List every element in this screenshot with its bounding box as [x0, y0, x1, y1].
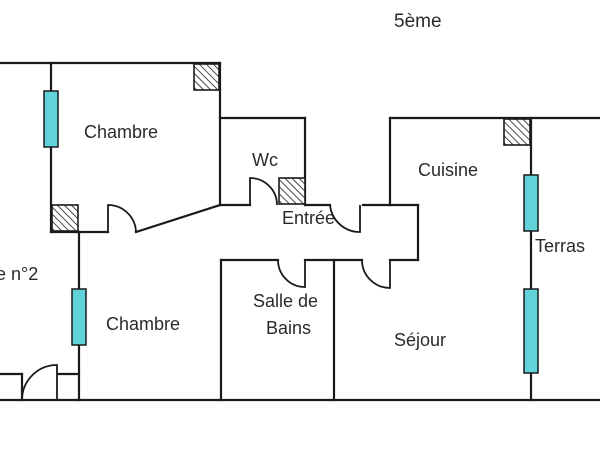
room-label-terrasse: Terras	[535, 236, 585, 256]
window-chambre-bottom	[71, 288, 87, 346]
floor-label: 5ème	[394, 11, 442, 32]
walls	[0, 61, 600, 402]
window-terrasse-bottom	[523, 288, 539, 374]
door-chambre-top	[107, 204, 137, 233]
labels: 5ème Chambre Wc Entrée Cuisine Terras e …	[0, 11, 585, 350]
room-label-salle-de-bains-1: Salle de	[253, 291, 318, 311]
room-label-salle-de-bains-2: Bains	[266, 318, 311, 338]
room-label-chambre-bottom: Chambre	[106, 314, 180, 334]
duct-chambre-top	[193, 63, 220, 91]
window-chambre-top	[43, 90, 59, 148]
door-entree	[329, 204, 361, 233]
room-label-appartement: e n°2	[0, 264, 38, 284]
window-terrasse-top	[523, 174, 539, 232]
wall-corridor-diagonal	[134, 203, 222, 234]
doors	[21, 177, 391, 401]
room-label-wc: Wc	[252, 150, 278, 170]
duct-chambre-corner	[51, 204, 79, 232]
door-sejour	[361, 259, 391, 289]
room-label-chambre-top: Chambre	[84, 122, 158, 142]
room-label-entree: Entrée	[282, 208, 335, 228]
room-label-sejour: Séjour	[394, 330, 446, 350]
ventilation-ducts	[51, 63, 531, 232]
duct-cuisine	[503, 118, 531, 146]
door-salle-de-bains	[277, 259, 306, 288]
windows	[43, 90, 539, 374]
door-wc	[249, 177, 278, 206]
duct-wc	[278, 177, 306, 205]
room-label-cuisine: Cuisine	[418, 160, 478, 180]
door-apt2	[21, 364, 58, 401]
